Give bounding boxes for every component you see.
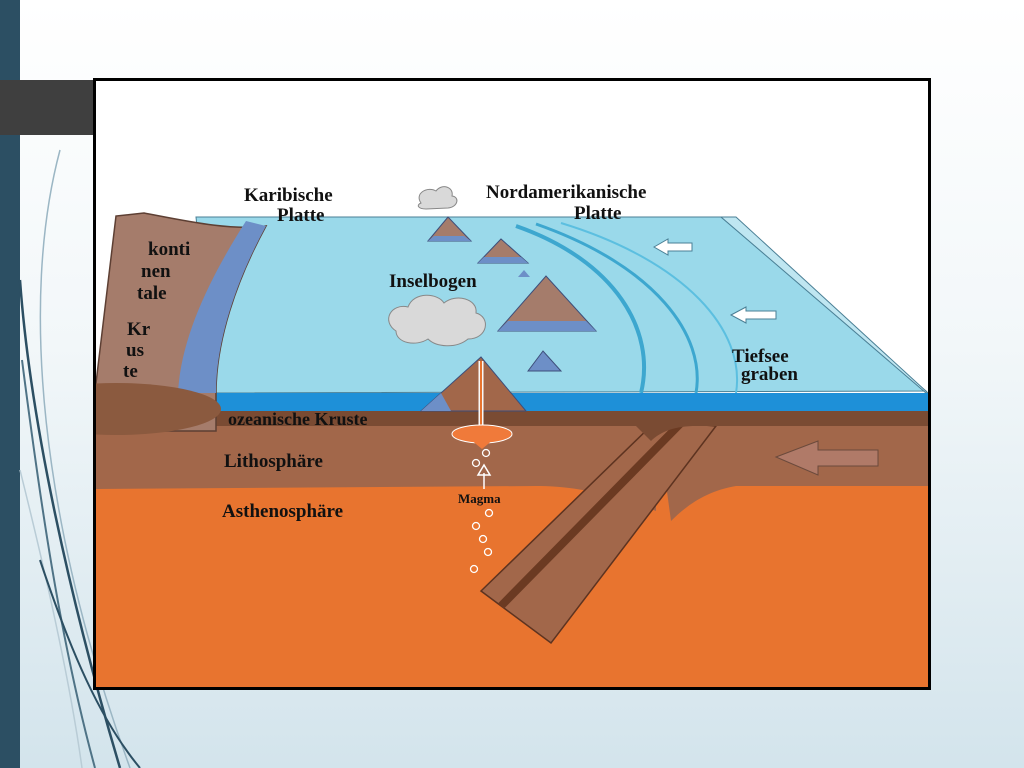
magma-bubble bbox=[471, 521, 481, 531]
plate-arrow-small-1 bbox=[652, 238, 693, 256]
magma-bubble bbox=[483, 547, 493, 557]
magma-bubble bbox=[478, 534, 488, 544]
island-medium-base bbox=[498, 321, 596, 331]
trench-curve-3 bbox=[560, 222, 739, 394]
plate-arrow-small-2 bbox=[729, 306, 777, 324]
label-nordamerikanische-platte: Platte bbox=[574, 203, 621, 224]
label-magma: Magma bbox=[458, 491, 501, 506]
label-ozeanische-kruste: ozeanische Kruste bbox=[228, 409, 367, 429]
label-kruste-1: Kr bbox=[127, 319, 151, 340]
label-inselbogen: Inselbogen bbox=[389, 271, 477, 292]
label-kruste-2: us bbox=[126, 340, 144, 361]
main-volcano-flank bbox=[421, 393, 451, 411]
subducting-lithosphere bbox=[656, 411, 928, 521]
label-tiefsee: Tiefsee bbox=[732, 346, 789, 367]
lithosphere-layer bbox=[96, 411, 656, 511]
magma-arrow-head bbox=[476, 463, 492, 476]
continental-root bbox=[96, 383, 221, 435]
cloud-small bbox=[417, 186, 458, 210]
trench-curve-2 bbox=[535, 222, 699, 394]
slab-crust-line bbox=[498, 420, 684, 609]
diagram-canvas: Karibische Platte Nordamerikanische Plat… bbox=[96, 182, 928, 687]
magma-bubble bbox=[481, 448, 491, 458]
cloud-large bbox=[388, 294, 486, 347]
island-small-2-base bbox=[478, 257, 528, 263]
oceanic-crust-strip bbox=[96, 411, 928, 441]
magma-chamber-tail bbox=[470, 439, 494, 449]
label-kontinentale-1: konti bbox=[148, 239, 190, 260]
island-small-1-base bbox=[428, 236, 471, 241]
magma-bubble bbox=[469, 564, 479, 574]
magma-bubble bbox=[471, 458, 481, 468]
label-kontinentale-2: nen bbox=[141, 261, 171, 282]
label-nordamerikanische: Nordamerikanische bbox=[486, 182, 646, 203]
label-graben: graben bbox=[741, 364, 798, 385]
plate-arrow-large bbox=[774, 440, 879, 476]
left-accent-bar bbox=[0, 0, 20, 768]
label-karibische: Karibische bbox=[244, 185, 333, 206]
label-kontinentale-3: tale bbox=[137, 283, 167, 304]
magma-bubble bbox=[484, 508, 494, 518]
subduction-diagram: Karibische Platte Nordamerikanische Plat… bbox=[93, 78, 931, 690]
label-lithosphaere: Lithosphäre bbox=[224, 451, 323, 472]
continental-margin bbox=[178, 221, 266, 393]
label-asthenosphaere: Asthenosphäre bbox=[222, 501, 343, 522]
island-tiny bbox=[527, 350, 563, 372]
title-tab bbox=[0, 80, 96, 135]
trench-curve-1 bbox=[515, 224, 647, 394]
label-karibische-platte: Platte bbox=[277, 205, 324, 226]
island-dot bbox=[518, 270, 530, 277]
label-kruste-3: te bbox=[123, 361, 138, 382]
ocean-right-edge bbox=[719, 216, 928, 394]
main-volcano bbox=[419, 356, 528, 412]
